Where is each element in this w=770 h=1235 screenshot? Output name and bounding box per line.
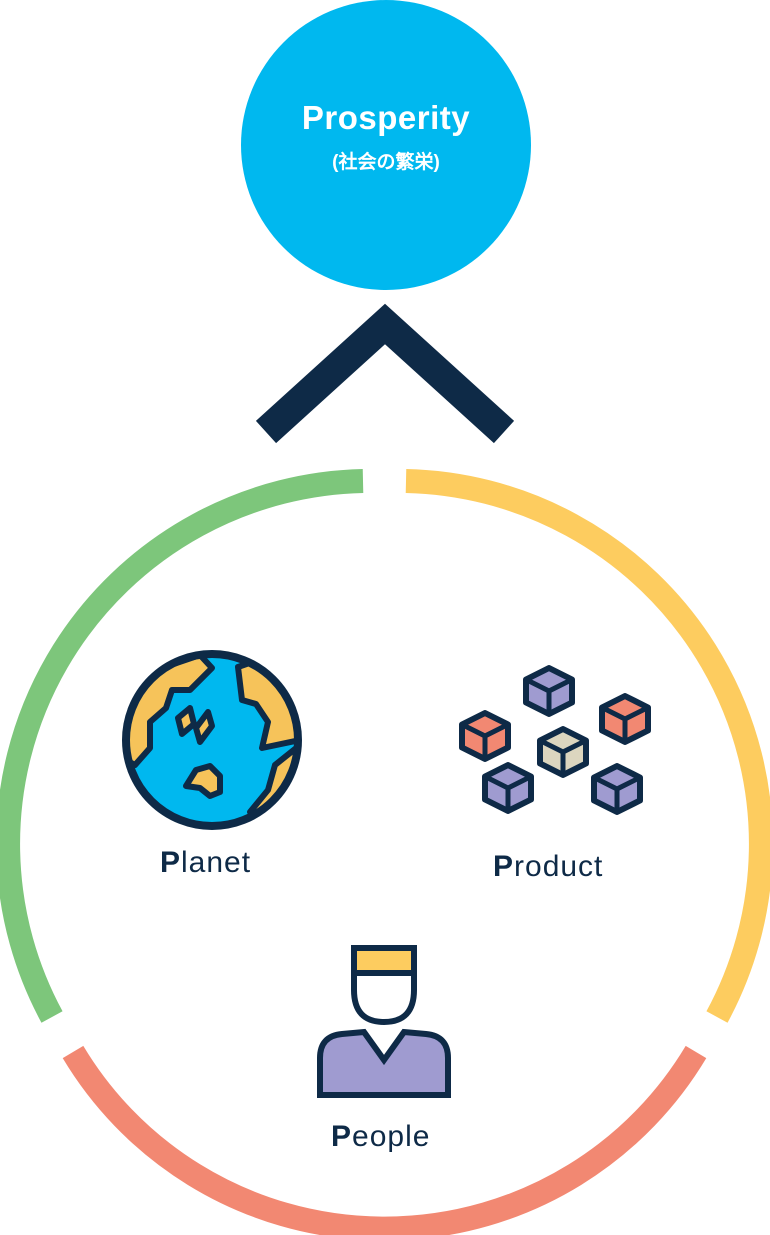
person-icon (317, 945, 451, 1098)
planet-label: Planet (160, 846, 251, 880)
product-label: Product (493, 850, 603, 884)
product-label-initial: P (493, 850, 515, 883)
planet-label-initial: P (160, 846, 182, 879)
people-label: People (331, 1120, 430, 1154)
cube-5 (482, 762, 534, 814)
prosperity-subtitle: (社会の繁栄) (332, 151, 440, 173)
globe-icon (122, 650, 302, 830)
cubes-icon (459, 665, 651, 815)
people-label-rest: eople (352, 1120, 431, 1153)
cube-1 (523, 665, 575, 717)
cube-3 (599, 693, 651, 745)
prosperity-title: Prosperity (301, 98, 471, 136)
arc-people (62, 1045, 707, 1235)
cube-6 (591, 763, 643, 815)
arc-planet (0, 469, 364, 1023)
cube-4 (537, 726, 589, 778)
cube-2 (459, 710, 511, 762)
prosperity-circle: Prosperity (社会の繁栄) (241, 0, 531, 290)
planet-label-rest: lanet (181, 846, 252, 879)
arc-product (405, 469, 770, 1023)
people-label-initial: P (331, 1120, 353, 1153)
chevron-up-icon (255, 303, 515, 444)
product-label-rest: roduct (514, 850, 604, 883)
